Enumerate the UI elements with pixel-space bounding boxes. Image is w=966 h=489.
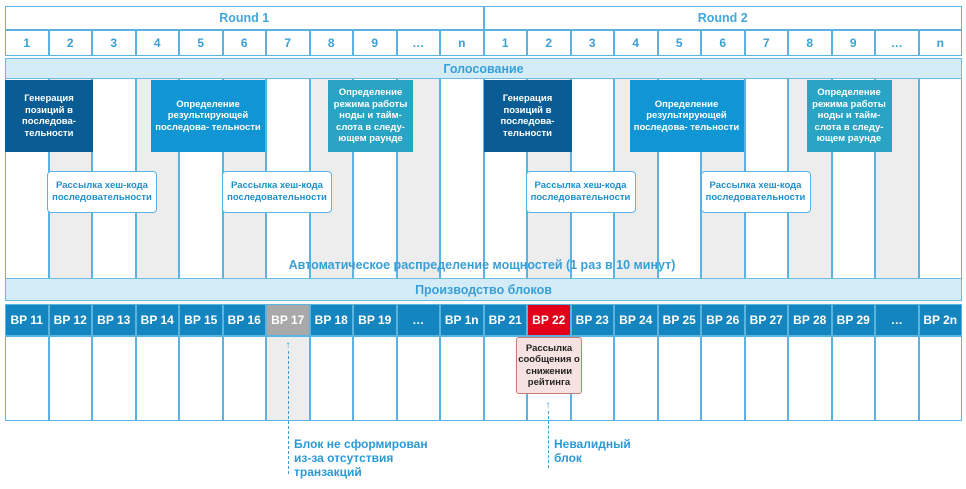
bottom-column: [440, 336, 484, 421]
bottom-column: [614, 336, 658, 421]
block-cell: BP 26: [701, 304, 745, 336]
bottom-column: [744, 336, 788, 421]
round-header: Round 2: [483, 6, 962, 30]
bottom-column: [788, 336, 832, 421]
bottom-column: [875, 336, 919, 421]
slot-number-cell: 7: [266, 30, 310, 56]
round-header: Round 1: [5, 6, 484, 30]
block-cell: BP 2n: [918, 304, 962, 336]
bottom-column: [831, 336, 875, 421]
hash-broadcast-box: Рассылка хеш-кода последовательности: [47, 171, 157, 213]
slot-number-cell: 9: [353, 30, 397, 56]
block-cell: …: [875, 304, 919, 336]
bottom-column: [266, 336, 310, 421]
bottom-column: [396, 336, 440, 421]
block-cell: BP 19: [353, 304, 397, 336]
block-cell: BP 15: [179, 304, 223, 336]
block-cell: BP 23: [570, 304, 614, 336]
up-arrow-icon: ↑: [545, 400, 551, 411]
block-production-band: Производство блоков: [5, 278, 962, 301]
block-cell: BP 1n: [440, 304, 484, 336]
bottom-column: [657, 336, 701, 421]
slot-number-cell: 8: [788, 30, 832, 56]
bottom-column: [135, 336, 179, 421]
dashed-connector: [548, 411, 549, 468]
block-cell: BP 18: [309, 304, 353, 336]
slot-number-cell: n: [918, 30, 962, 56]
bottom-column: [92, 336, 136, 421]
slot-number-cell: 1: [483, 30, 527, 56]
bottom-column: [179, 336, 223, 421]
invalid-block-caption: Невалидный блок: [554, 437, 631, 465]
block-cell: BP 14: [135, 304, 179, 336]
slot-number-cell: 1: [5, 30, 49, 56]
hash-broadcast-box: Рассылка хеш-кода последовательности: [222, 171, 332, 213]
phase-card: Определение режима работы ноды и тайм- с…: [328, 80, 413, 152]
slot-number-cell: 5: [179, 30, 223, 56]
block-cell: BP 13: [92, 304, 136, 336]
phase-card: Определение результирующей последова- те…: [151, 80, 265, 152]
bottom-column: [701, 336, 745, 421]
phase-card: Определение результирующей последова- те…: [629, 80, 744, 152]
phase-card: Генерация позиций в последова- тельности: [483, 80, 572, 152]
slot-number-cell: 3: [570, 30, 614, 56]
missing-block-cell: BP 17: [266, 304, 310, 336]
block-cell: BP 12: [48, 304, 92, 336]
slot-number-cell: 2: [527, 30, 571, 56]
phase-card: Определение режима работы ноды и тайм- с…: [806, 80, 892, 152]
rating-decrease-note: Рассылка сообщения о снижении рейтинга: [516, 337, 582, 394]
slot-number-cell: 7: [744, 30, 788, 56]
bottom-column: [918, 336, 962, 421]
phase-card: Генерация позиций в последова- тельности: [5, 80, 93, 152]
block-cell: BP 24: [614, 304, 658, 336]
slot-number-cell: 6: [701, 30, 745, 56]
block-cell: BP 21: [483, 304, 527, 336]
block-cell: BP 27: [744, 304, 788, 336]
slot-number-cell: 2: [48, 30, 92, 56]
voting-band: Голосование: [5, 58, 962, 79]
block-cell: BP 29: [831, 304, 875, 336]
hash-broadcast-box: Рассылка хеш-кода последовательности: [700, 171, 811, 213]
slot-number-cell: 6: [222, 30, 266, 56]
missing-block-caption: Блок не сформирован из-за отсутствия тра…: [294, 437, 428, 479]
slot-number-cell: 4: [614, 30, 658, 56]
auto-power-label: Автоматическое распределение мощностей (…: [288, 258, 676, 272]
block-cell: BP 11: [5, 304, 49, 336]
timeline-column: [440, 79, 484, 278]
bottom-column: [309, 336, 353, 421]
block-cell: BP 16: [222, 304, 266, 336]
slot-number-cell: 5: [657, 30, 701, 56]
slot-number-cell: …: [396, 30, 440, 56]
block-cell: BP 25: [657, 304, 701, 336]
slot-number-cell: 4: [135, 30, 179, 56]
slot-number-cell: 8: [309, 30, 353, 56]
slot-number-cell: …: [875, 30, 919, 56]
hash-broadcast-box: Рассылка хеш-кода последовательности: [525, 171, 636, 213]
up-arrow-icon: ↑: [285, 340, 291, 351]
invalid-block-cell: BP 22: [527, 304, 571, 336]
bottom-column: [353, 336, 397, 421]
slot-number-cell: 9: [831, 30, 875, 56]
bottom-column: [222, 336, 266, 421]
block-cell: …: [396, 304, 440, 336]
bottom-column: [5, 336, 49, 421]
dashed-connector: [288, 351, 289, 474]
bottom-column: [48, 336, 92, 421]
timeline-column: [918, 79, 962, 278]
slot-number-cell: 3: [92, 30, 136, 56]
slot-number-cell: n: [440, 30, 484, 56]
block-cell: BP 28: [788, 304, 832, 336]
